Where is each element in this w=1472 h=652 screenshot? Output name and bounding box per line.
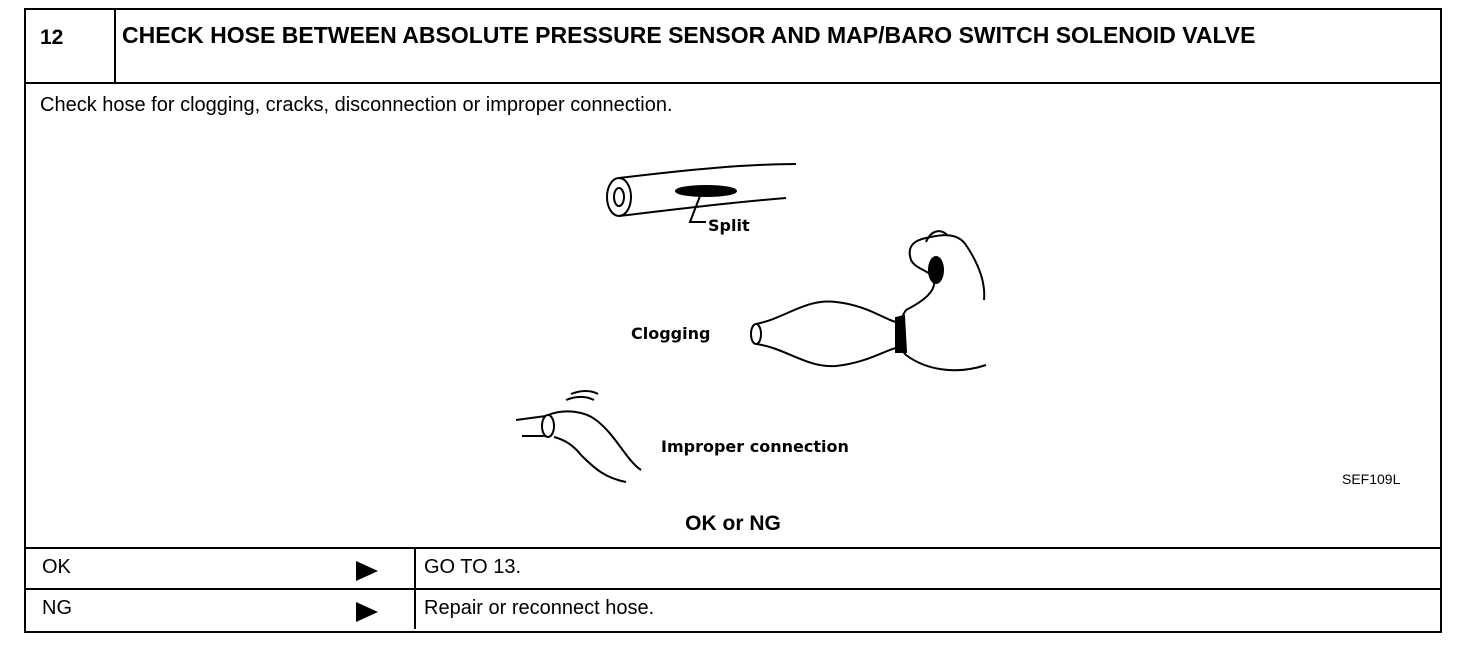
result-condition: NG [42, 597, 72, 619]
step-number-cell: 12 [26, 10, 116, 82]
result-condition: OK [42, 556, 71, 578]
instruction-text: Check hose for clogging, cracks, disconn… [40, 94, 673, 116]
result-row-ok: OK GO TO 13. [26, 547, 1440, 588]
arrow-right-icon [356, 561, 378, 581]
result-action: GO TO 13. [424, 556, 522, 578]
step-title: CHECK HOSE BETWEEN ABSOLUTE PRESSURE SEN… [122, 22, 1256, 48]
split-hose-drawing [606, 163, 797, 223]
improper-connection-drawing [515, 390, 642, 483]
result-row-ng: NG Repair or reconnect hose. [26, 588, 1440, 629]
clogging-label: Clogging [631, 324, 710, 343]
diagnostic-step-table: 12 CHECK HOSE BETWEEN ABSOLUTE PRESSURE … [24, 8, 1442, 633]
split-label: Split [708, 216, 750, 235]
step-header: 12 CHECK HOSE BETWEEN ABSOLUTE PRESSURE … [26, 10, 1440, 84]
result-action: Repair or reconnect hose. [424, 597, 655, 619]
figure-id: SEF109L [1342, 471, 1401, 487]
step-number: 12 [40, 26, 64, 49]
result-heading: OK or NG [685, 512, 781, 535]
column-divider [414, 590, 416, 629]
arrow-right-icon [356, 602, 378, 622]
clogging-bulb-drawing [750, 230, 987, 372]
hose-inspection-illustration: Split Clogging Improper connection [515, 163, 987, 483]
column-divider [414, 549, 416, 588]
improper-connection-label: Improper connection [661, 437, 849, 456]
